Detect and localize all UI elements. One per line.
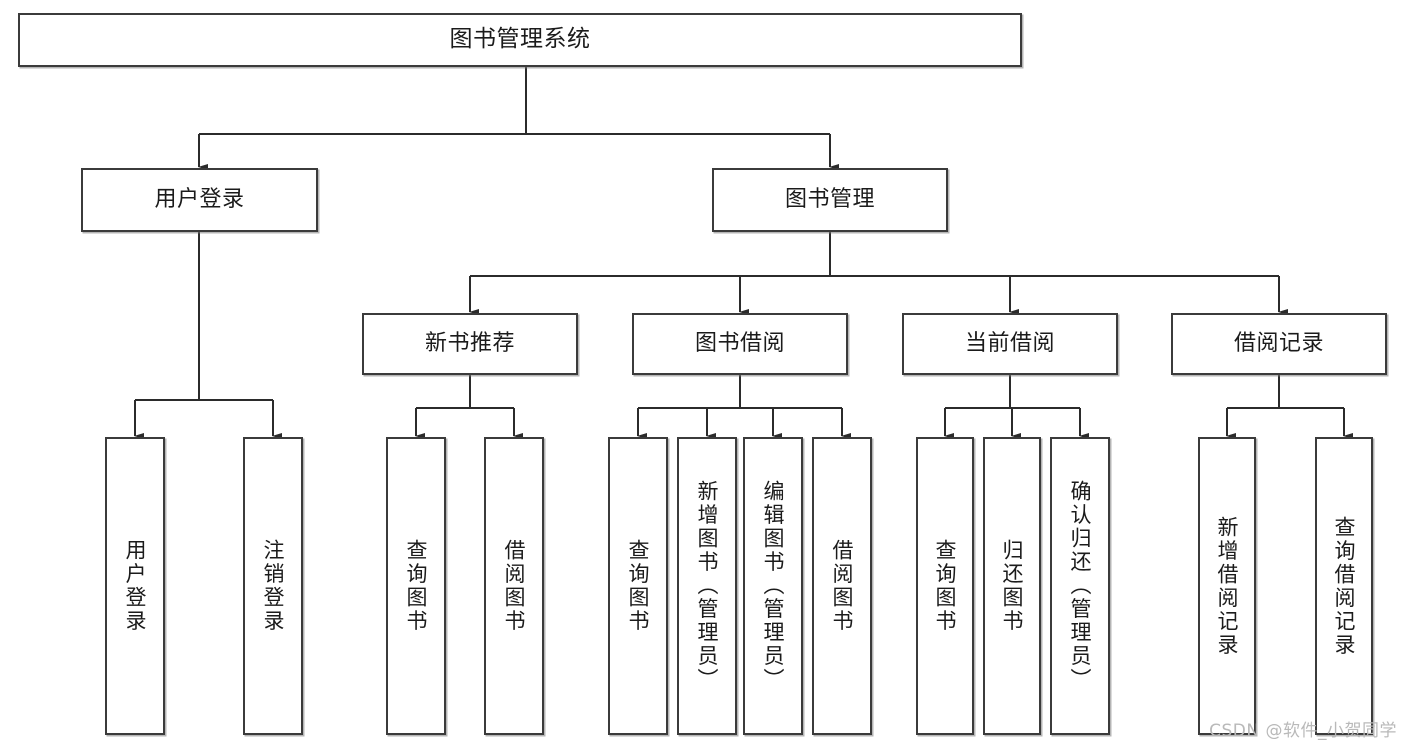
leaf-leaf-query-book-bor[interactable]: 查询图书 xyxy=(608,437,668,735)
node-new-book-recommend[interactable]: 新书推荐 xyxy=(362,313,578,375)
leaf-leaf-query-borrow-record-label: 查询借阅记录 xyxy=(1332,515,1357,657)
leaf-leaf-confirm-return-label: 确认归还（管理员） xyxy=(1068,480,1093,692)
leaf-leaf-query-borrow-record[interactable]: 查询借阅记录 xyxy=(1315,437,1373,735)
node-current-borrow[interactable]: 当前借阅 xyxy=(902,313,1118,375)
leaf-leaf-query-book-rec-label: 查询图书 xyxy=(404,539,429,633)
leaf-leaf-query-book-cur[interactable]: 查询图书 xyxy=(916,437,974,735)
leaf-leaf-confirm-return[interactable]: 确认归还（管理员） xyxy=(1050,437,1110,735)
leaf-leaf-query-book-rec[interactable]: 查询图书 xyxy=(386,437,446,735)
leaf-leaf-edit-book[interactable]: 编辑图书（管理员） xyxy=(743,437,803,735)
leaf-leaf-logout-login-label: 注销登录 xyxy=(261,539,286,633)
leaf-leaf-add-borrow-record[interactable]: 新增借阅记录 xyxy=(1198,437,1256,735)
node-current-borrow-label: 当前借阅 xyxy=(964,331,1055,357)
leaf-leaf-add-borrow-record-label: 新增借阅记录 xyxy=(1215,515,1240,657)
node-user-login-label: 用户登录 xyxy=(154,187,245,213)
leaf-leaf-borrow-book-bor[interactable]: 借阅图书 xyxy=(812,437,872,735)
leaf-leaf-user-login[interactable]: 用户登录 xyxy=(105,437,165,735)
node-root-label: 图书管理系统 xyxy=(449,26,591,53)
leaf-leaf-borrow-book-bor-label: 借阅图书 xyxy=(830,539,855,633)
leaf-leaf-return-book-label: 归还图书 xyxy=(1000,539,1025,633)
leaf-leaf-add-book-label: 新增图书（管理员） xyxy=(695,480,720,692)
node-book-borrow-label: 图书借阅 xyxy=(694,331,785,357)
leaf-leaf-edit-book-label: 编辑图书（管理员） xyxy=(761,480,786,692)
leaf-leaf-borrow-book-rec-label: 借阅图书 xyxy=(502,539,527,633)
leaf-leaf-add-book[interactable]: 新增图书（管理员） xyxy=(677,437,737,735)
node-borrow-record[interactable]: 借阅记录 xyxy=(1171,313,1387,375)
node-book-borrow[interactable]: 图书借阅 xyxy=(632,313,848,375)
leaf-leaf-logout-login[interactable]: 注销登录 xyxy=(243,437,303,735)
node-book-manage[interactable]: 图书管理 xyxy=(712,168,948,232)
node-book-manage-label: 图书管理 xyxy=(784,187,875,213)
leaf-leaf-user-login-label: 用户登录 xyxy=(123,539,148,633)
leaf-leaf-return-book[interactable]: 归还图书 xyxy=(983,437,1041,735)
leaf-leaf-query-book-bor-label: 查询图书 xyxy=(626,539,651,633)
node-user-login[interactable]: 用户登录 xyxy=(81,168,318,232)
node-new-book-recommend-label: 新书推荐 xyxy=(424,331,515,357)
watermark: CSDN @软件_小贺同学 xyxy=(1209,721,1397,741)
leaf-leaf-query-book-cur-label: 查询图书 xyxy=(933,539,958,633)
node-borrow-record-label: 借阅记录 xyxy=(1233,331,1324,357)
node-root[interactable]: 图书管理系统 xyxy=(18,13,1022,67)
leaf-leaf-borrow-book-rec[interactable]: 借阅图书 xyxy=(484,437,544,735)
